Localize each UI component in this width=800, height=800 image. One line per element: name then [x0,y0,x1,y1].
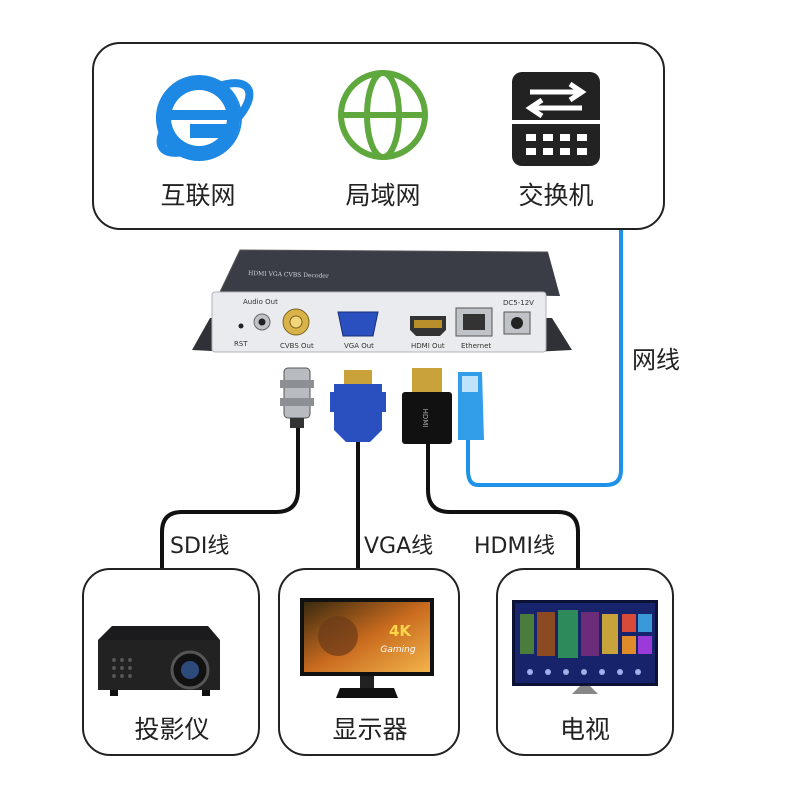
cable-label-hdmi: HDMI线 [470,528,559,560]
cable-label-sdi: SDI线 [166,528,234,560]
network-item-label-lan: 局域网 [345,181,421,210]
output-label-projector: 投影仪 [134,715,210,744]
cable-label-network: 网线 [628,340,684,375]
output-label-tv: 电视 [559,715,610,744]
output-label-monitor: 显示器 [332,715,408,744]
network-item-label-internet: 互联网 [160,181,236,210]
network-item-label-switch: 交换机 [518,181,594,210]
cable-label-vga: VGA线 [360,528,438,560]
sdi-cable-line [160,424,300,570]
network-cable-line [466,228,623,487]
hdmi-cable-line [426,442,580,570]
